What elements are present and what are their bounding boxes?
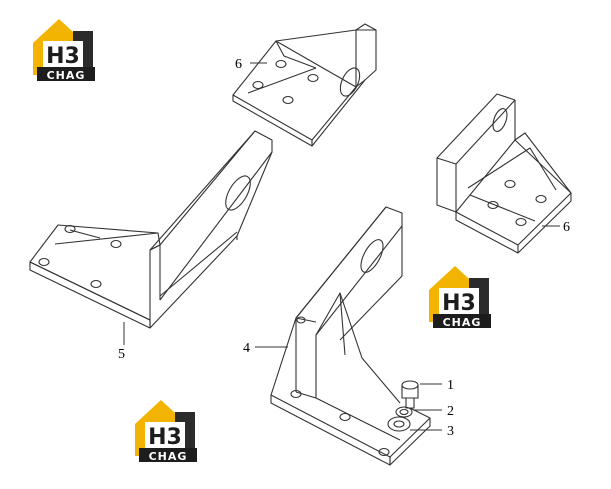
bracket-part-6-top (232, 23, 377, 147)
brand-logo-bottom-left: H3 CHAG (135, 400, 197, 463)
bracket-part-5 (29, 130, 273, 329)
logo-wordmark: CHAG (443, 316, 482, 329)
flat-washer (387, 416, 411, 432)
lock-washer (395, 406, 413, 418)
bracket-part-6-right (436, 93, 572, 254)
callout-1: 1 (447, 378, 454, 393)
brand-logo-top-left: H3 CHAG (33, 19, 95, 82)
callout-3: 3 (447, 424, 454, 439)
callout-2: 2 (447, 404, 454, 419)
logo-mark-text: H3 (148, 425, 182, 450)
logo-wordmark: CHAG (47, 69, 86, 82)
logo-wordmark: CHAG (149, 450, 188, 463)
bolt-head (401, 380, 419, 390)
logo-mark-text: H3 (442, 291, 476, 316)
callout-5: 5 (118, 347, 125, 362)
callout-4: 4 (243, 341, 250, 356)
brand-logo-right: H3 CHAG (429, 266, 491, 329)
bracket-part-4 (270, 206, 431, 466)
callout-6-top: 6 (235, 57, 242, 72)
bolt-assembly (387, 380, 419, 432)
callout-6-right: 6 (563, 220, 570, 235)
logo-mark-text: H3 (46, 44, 80, 69)
